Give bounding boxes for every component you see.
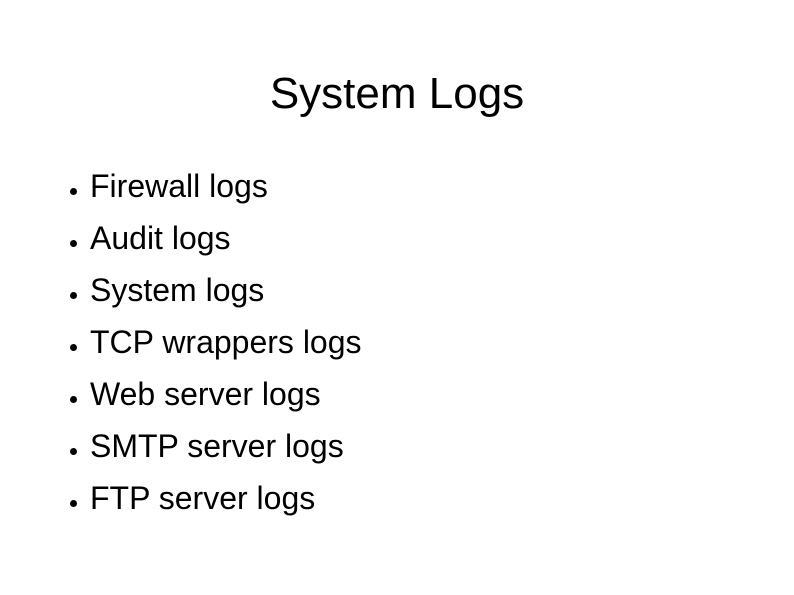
page-title: System Logs [269, 69, 525, 118]
bullet-list: Firewall logs Audit logs System logs TCP… [0, 160, 794, 524]
list-item: Audit logs [0, 212, 794, 264]
bullet-icon [70, 395, 77, 403]
list-item: SMTP server logs [0, 420, 794, 472]
list-item-label: Audit logs [90, 220, 231, 256]
list-item-label: FTP server logs [90, 480, 316, 516]
bullet-icon [70, 239, 77, 247]
bullet-icon [70, 499, 77, 507]
bullet-icon [70, 343, 77, 351]
list-item-label: System logs [90, 272, 265, 308]
list-item-label: SMTP server logs [90, 428, 344, 464]
list-item: TCP wrappers logs [0, 316, 794, 368]
list-item: Web server logs [0, 368, 794, 420]
list-item: FTP server logs [0, 472, 794, 524]
list-item-label: Web server logs [90, 376, 321, 412]
bullet-icon [70, 447, 77, 455]
list-item-label: TCP wrappers logs [90, 324, 362, 360]
bullet-icon [70, 187, 77, 195]
list-item-label: Firewall logs [90, 168, 268, 204]
bullet-icon [70, 291, 77, 299]
list-item: Firewall logs [0, 160, 794, 212]
list-item: System logs [0, 264, 794, 316]
